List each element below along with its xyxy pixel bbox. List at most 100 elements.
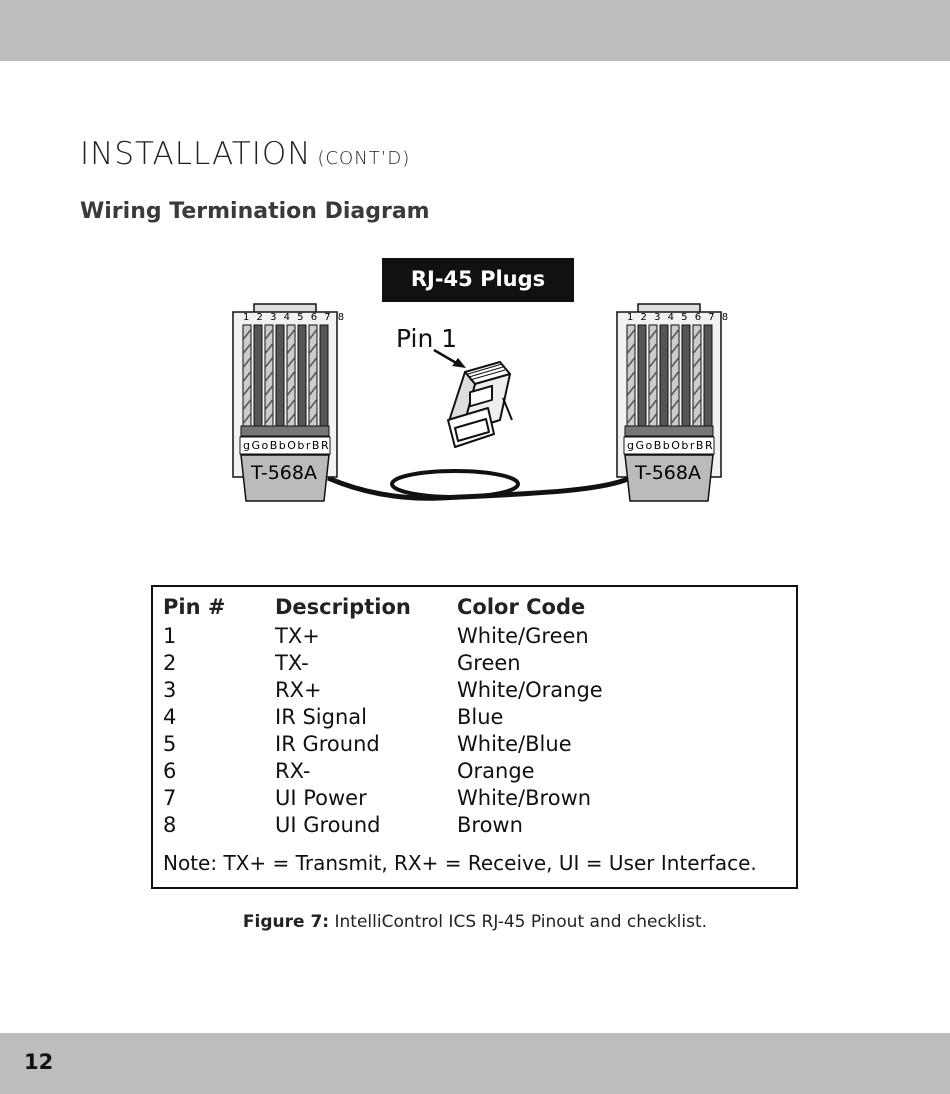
caption-label: Figure 7: [242,912,330,932]
wire-stripe [648,399,658,410]
wire-stripe [264,329,274,340]
right-rj45-plug [616,303,722,502]
wire-stripe [242,399,252,410]
wire-stripe [626,413,636,424]
pin1-label: Pin 1 [396,324,458,353]
wire-stripe [626,399,636,410]
subsection-title: Wiring Termination Diagram [80,199,430,224]
cell-description: TX+ [275,624,320,648]
cell-description: UI Ground [275,813,381,837]
wire-stripe [648,371,658,382]
right-plug-standard: T-568A [635,462,701,484]
cable-loop [390,469,520,499]
wire-stripe [308,413,318,424]
wire-stripe [670,329,680,340]
wire-stripe [308,343,318,354]
wire-stripe [242,329,252,340]
wire-stripe [670,371,680,382]
wire-stripe [648,329,658,340]
wire-stripe [286,329,296,340]
wire-stripe [308,329,318,340]
wire-stripe [242,343,252,354]
wire-stripe [286,399,296,410]
wire-stripe [308,371,318,382]
right-plug-pin-numbers: 1 2 3 4 5 6 7 8 [627,312,731,323]
wire-stripe [692,399,702,410]
left-rj45-plug [232,303,338,502]
diagram-label: RJ-45 Plugs [382,258,574,302]
page-number: 12 [24,1050,54,1074]
cell-description: RX+ [275,678,322,702]
cell-color: Green [457,651,521,675]
wire-8 [703,324,713,427]
plug-boot [624,454,714,502]
wire-stripe [648,413,658,424]
wire-stripe [264,399,274,410]
cell-color: White/Green [457,624,589,648]
figure-caption: Figure 7: IntelliControl ICS RJ-45 Pinou… [0,912,950,932]
right-plug-color-code: gGoBbObrBR [627,439,715,452]
wire-stripe [286,343,296,354]
wire-stripe [648,343,658,354]
cell-pin: 3 [163,678,177,702]
pin1-arrowhead [452,358,466,368]
wire-stripe [264,385,274,396]
wire-stripe [626,371,636,382]
wire-stripe [626,385,636,396]
wire-stripe [670,385,680,396]
wire-stripe [308,357,318,368]
plug-color-box [623,436,715,455]
table-note: Note: TX+ = Transmit, RX+ = Receive, UI … [163,851,757,875]
wire-2 [637,324,647,427]
wire-4 [275,324,285,427]
cell-description: RX- [275,759,311,783]
header-pin: Pin # [163,595,226,619]
wire-stripe [264,413,274,424]
plug-wires [626,324,713,427]
cell-color: White/Blue [457,732,572,756]
cell-color: Brown [457,813,523,837]
plug-color-box [239,436,331,455]
plug-strain-bar [624,425,714,437]
plug-strain-bar [240,425,330,437]
footer-band [0,1033,950,1094]
wire-stripe [670,343,680,354]
wire-stripe [286,385,296,396]
header-description: Description [275,595,411,619]
caption-text: IntelliControl ICS RJ-45 Pinout and chec… [329,912,708,932]
section-title: INSTALLATION(CONT’D) [80,136,410,172]
cell-pin: 7 [163,786,177,810]
plug-wires [242,324,329,427]
cell-description: UI Power [275,786,367,810]
header-band [0,0,950,61]
wire-stripe [692,413,702,424]
wire-stripe [242,413,252,424]
wire-stripe [308,385,318,396]
wire-stripe [670,399,680,410]
wire-stripe [242,371,252,382]
wire-2 [253,324,263,427]
wire-stripe [286,357,296,368]
wire-stripe [264,357,274,368]
wire-stripe [670,357,680,368]
cell-color: White/Orange [457,678,603,702]
wire-stripe [626,329,636,340]
wire-stripe [692,371,702,382]
wire-stripe [286,371,296,382]
wire-stripe [264,343,274,354]
left-plug-pin-numbers: 1 2 3 4 5 6 7 8 [243,312,347,323]
wire-4 [659,324,669,427]
cell-color: Orange [457,759,535,783]
wire-stripe [264,371,274,382]
section-title-suffix: (CONT’D) [317,148,411,169]
wire-stripe [242,357,252,368]
left-plug-color-code: gGoBbObrBR [243,439,331,452]
wire-stripe [692,343,702,354]
wire-stripe [242,385,252,396]
wire-stripe [626,357,636,368]
cell-pin: 5 [163,732,177,756]
cell-pin: 2 [163,651,177,675]
cell-description: TX- [275,651,309,675]
